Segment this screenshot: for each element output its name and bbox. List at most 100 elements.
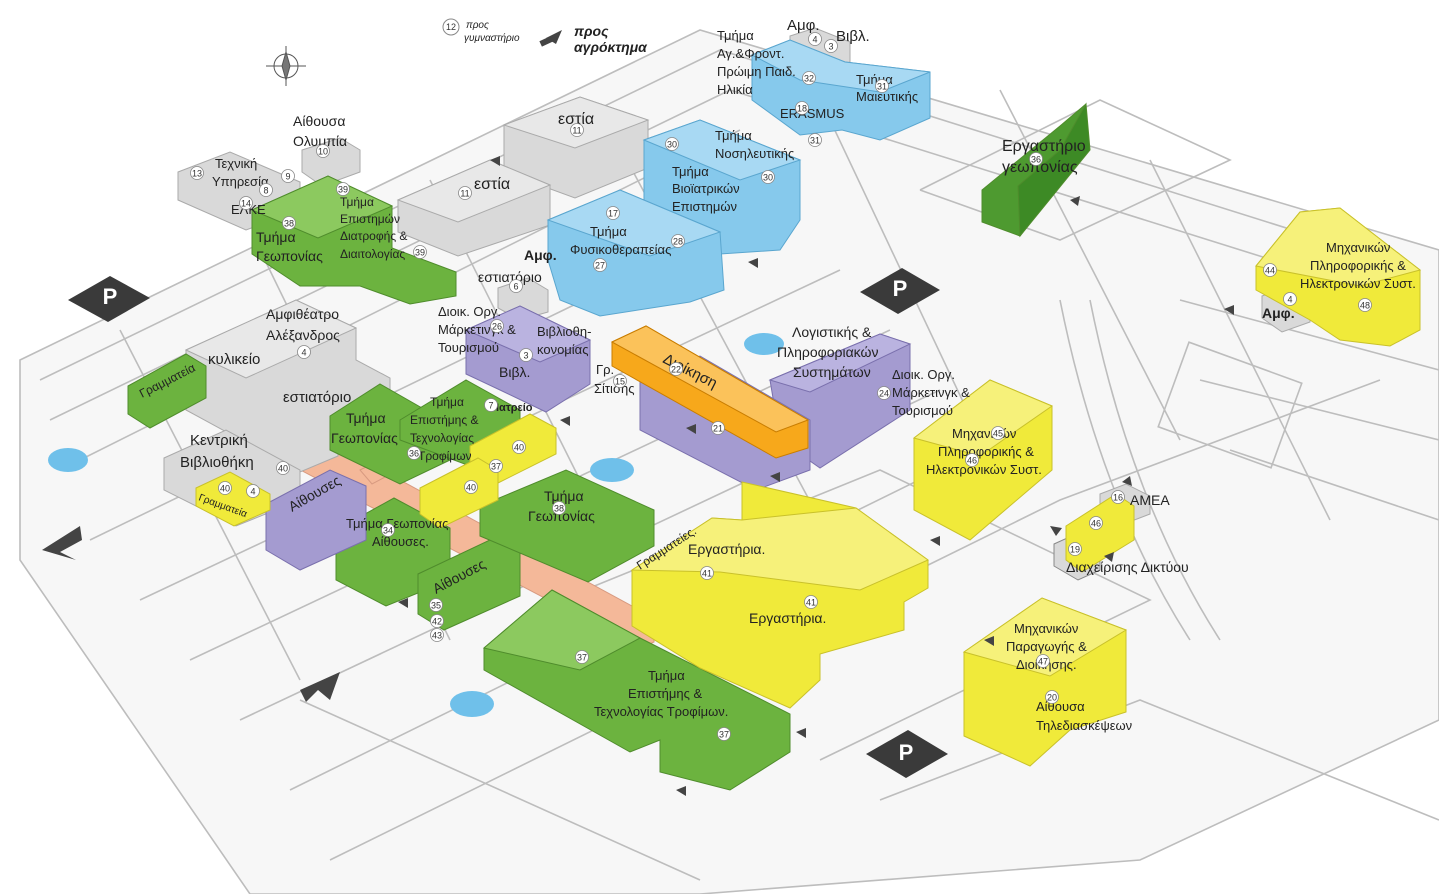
label-mech-inf-mid-2: Πληροφορικής &: [938, 444, 1034, 459]
badge-number: 46: [967, 456, 977, 466]
badge-number: 7: [488, 401, 493, 411]
label-restaurant-top: εστιατόριο: [478, 269, 542, 285]
label-food-b-3: Τεχνολογίας Τροφίμων.: [594, 704, 728, 719]
label-agri-early-1: Τμήμα: [717, 28, 754, 43]
building-mech-inf-top[interactable]: [1255, 207, 1422, 347]
pond: [48, 333, 784, 717]
label-lab-geo-2: γεωπονίας: [1002, 159, 1078, 176]
label-mech-inf-mid-1: Μηχανικών: [952, 426, 1016, 441]
label-alexandros-1: Αμφιθέατρο: [266, 306, 339, 322]
label-mkt-2: Μάρκετινγκ &: [438, 322, 516, 337]
building-number-badge: 37: [717, 727, 731, 741]
label-mkt-1: Διοικ. Οργ.: [438, 304, 501, 319]
label-agri-early-3: Πρώιμη Παιδ.: [717, 64, 796, 79]
building-estia[interactable]: [396, 159, 552, 257]
badge-number: 19: [1070, 545, 1080, 555]
badge-circle: [761, 170, 775, 184]
entrance-arrow-icon: [42, 30, 1234, 796]
compass-rose-icon: [266, 46, 306, 86]
building-number-badge: 26: [490, 319, 504, 333]
badge-number: 40: [466, 483, 476, 493]
badge-circle: [519, 348, 533, 362]
building-mech-prod[interactable]: [962, 597, 1128, 767]
label-alexandros-2: Αλέξανδρος: [266, 327, 340, 343]
badge-circle: [430, 628, 444, 642]
building-aithouses-purple[interactable]: [265, 469, 367, 571]
badge-circle: [804, 595, 818, 609]
label-mech-inf-mid-3: Ηλεκτρονικών Συστ.: [926, 462, 1042, 477]
badge-number: 4: [301, 348, 306, 358]
label-nursing-2: Νοσηλευτικής: [715, 146, 794, 161]
badge-number: 40: [220, 484, 230, 494]
label-to-farm-1: προς: [574, 23, 609, 39]
building-food-science[interactable]: [482, 589, 791, 791]
label-gr-sitisis-1: Γρ.: [596, 362, 614, 377]
label-olympia-1: Αίθουσα: [293, 113, 345, 129]
building-number-badge: 3: [519, 348, 533, 362]
building-mech-inf-mid[interactable]: [912, 379, 1054, 541]
label-mkt-3: Τουρισμού: [438, 340, 499, 355]
badge-number: 35: [431, 601, 441, 611]
badge-circle: [246, 484, 260, 498]
badge-circle: [218, 481, 232, 495]
building-number-badge: 42: [430, 614, 444, 628]
building-number-badge: 31: [875, 79, 889, 93]
badge-number: 4: [812, 35, 817, 45]
badge-number: 37: [491, 462, 501, 472]
building-number-badge: 38: [552, 501, 566, 515]
badge-circle: [429, 598, 443, 612]
building-number-badge: 41: [804, 595, 818, 609]
badge-number: 3: [828, 42, 833, 52]
label-acc-3: Συστημάτων: [793, 364, 871, 380]
badge-circle: [570, 123, 584, 137]
badge-number: 8: [263, 186, 268, 196]
badge-circle: [239, 196, 253, 210]
building-number-badge: 9: [281, 169, 295, 183]
building-grammateia-left[interactable]: [127, 353, 207, 429]
label-vivl-mid: Βιβλ.: [499, 364, 530, 380]
building-number-badge: 41: [700, 566, 714, 580]
label-acc-1: Λογιστικής &: [792, 324, 872, 340]
parking-icon: P: [860, 268, 940, 314]
label-amf-right: Αμφ.: [1262, 305, 1295, 321]
badge-circle: [1045, 690, 1059, 704]
badge-circle: [802, 71, 816, 85]
building-number-badge: 4: [297, 345, 311, 359]
badge-circle: [808, 133, 822, 147]
building-administration[interactable]: [610, 325, 810, 459]
label-physio-2: Φυσικοθεραπείας: [570, 242, 671, 257]
badge-circle: [665, 137, 679, 151]
badge-circle: [1029, 152, 1043, 166]
badge-circle: [281, 169, 295, 183]
badge-circle: [1036, 654, 1050, 668]
badge-circle: [336, 182, 350, 196]
parking-icon: P: [866, 730, 948, 778]
badge-number: 39: [338, 185, 348, 195]
label-erasmus: ERASMUS: [780, 106, 845, 121]
badge-number: 37: [577, 653, 587, 663]
label-midwifery-2: Μαιευτικής: [856, 89, 918, 104]
label-mkt-r-3: Τουρισμού: [892, 403, 953, 418]
badge-number: 10: [318, 147, 328, 157]
building-number-badge: 43: [430, 628, 444, 642]
label-physio-1: Τμήμα: [590, 224, 627, 239]
label-nutri-1: Τμήμα: [340, 195, 374, 209]
badge-number: 11: [460, 189, 469, 199]
building-number-badge: 6: [509, 279, 523, 293]
building-number-badge: 40: [276, 461, 290, 475]
badge-number: 36: [1031, 155, 1041, 165]
badge-circle: [512, 440, 526, 454]
badge-circle: [509, 279, 523, 293]
badge-number: 41: [702, 569, 712, 579]
building-number-badge: 24: [877, 386, 891, 400]
building-geoponia-c[interactable]: [479, 469, 655, 583]
badge-circle: [808, 32, 822, 46]
building-number-badge: 35: [429, 598, 443, 612]
badge-circle: [381, 523, 395, 537]
badge-number: 17: [608, 209, 618, 219]
building-number-badge: 48: [1358, 298, 1372, 312]
building-number-badge: 40: [464, 480, 478, 494]
building-lab-geoponia[interactable]: [981, 102, 1091, 238]
building-number-badge: 40: [218, 481, 232, 495]
badge-number: 34: [383, 526, 393, 536]
